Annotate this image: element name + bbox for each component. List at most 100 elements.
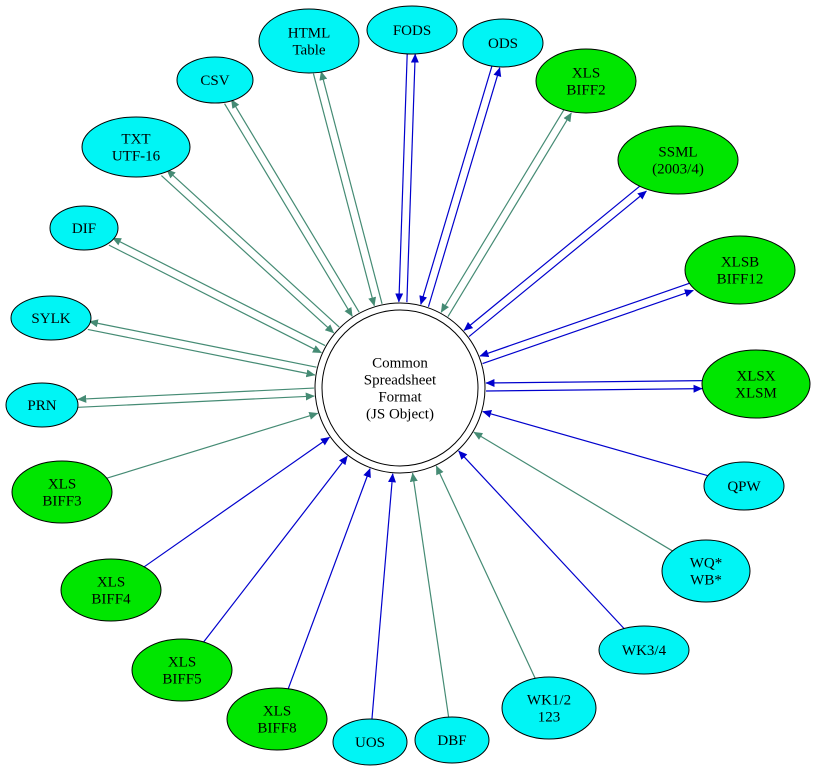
edge-center-to-txt-utf16 [166, 169, 340, 328]
edge-center-to-html-table [319, 71, 383, 304]
node-prn-label: PRN [27, 398, 56, 414]
node-html-table-ellipse [258, 8, 360, 74]
node-prn: PRN [5, 382, 79, 428]
node-ods: ODS [462, 18, 544, 68]
node-wk34-ellipse [598, 625, 690, 675]
node-qpw-ellipse [703, 461, 785, 511]
edge-center-to-fods [406, 53, 419, 303]
edge-center-to-prn [77, 387, 314, 403]
node-sylk: SYLK [10, 295, 92, 341]
node-wq-wb: WQ*WB* [661, 539, 751, 603]
edge-ods-to-center [419, 65, 493, 305]
edge-center-to-sylk [88, 319, 317, 368]
node-dif-label: DIF [72, 221, 96, 237]
edge-sylk-to-center [87, 328, 316, 378]
edge-center-to-xlsb [482, 289, 694, 365]
edge-xlsx-to-center [485, 378, 702, 387]
node-sylk-ellipse [10, 295, 92, 341]
edge-wq-wb-to-center [473, 431, 673, 552]
center-inner-circle [321, 309, 479, 467]
edge-html-table-to-center [312, 73, 377, 307]
node-wk12-123-ellipse [501, 676, 597, 740]
edge-wk34-to-center [458, 450, 625, 629]
node-fods: FODS [366, 5, 458, 55]
edge-dbf-to-center [409, 472, 450, 718]
node-dif-ellipse [49, 205, 119, 251]
edge-xls-biff8-to-center [287, 468, 371, 690]
edge-wk12-123-to-center [435, 465, 536, 679]
node-wk34-label: WK3/4 [622, 643, 667, 659]
node-csv-label: CSV [200, 73, 229, 89]
edge-qpw-to-center [482, 410, 709, 477]
node-dbf-ellipse [414, 716, 490, 764]
node-fods-ellipse [366, 5, 458, 55]
node-csv: CSV [176, 56, 254, 104]
edge-prn-to-center [78, 392, 315, 408]
node-uos-label: UOS [355, 735, 385, 751]
edges-layer [77, 53, 709, 720]
node-ssml: SSML(2003/4) [617, 125, 739, 195]
node-ods-ellipse [462, 18, 544, 68]
node-dbf: DBF [414, 716, 490, 764]
node-qpw: QPW [703, 461, 785, 511]
node-xls-biff2-ellipse [535, 48, 637, 114]
node-xls-biff4-ellipse [60, 558, 162, 622]
node-txt-utf16-ellipse [81, 116, 191, 178]
edge-center-to-ssml [468, 190, 647, 338]
node-xls-biff8-ellipse [226, 687, 328, 751]
node-dif: DIF [49, 205, 119, 251]
node-sylk-label: SYLK [31, 311, 70, 327]
edge-center-to-xls-biff2 [447, 112, 572, 317]
edge-xls-biff3-to-center [106, 411, 319, 479]
edge-center-to-xlsx [486, 384, 703, 393]
node-xlsb-ellipse [684, 235, 796, 305]
edge-center-to-dif [112, 237, 326, 347]
edge-xls-biff5-to-center [203, 455, 348, 643]
node-ssml-ellipse [617, 125, 739, 195]
edge-fods-to-center [395, 53, 408, 303]
edge-center-to-ods [427, 67, 502, 307]
edge-xls-biff2-to-center [440, 108, 566, 313]
edge-dif-to-center [108, 244, 322, 354]
edge-csv-to-center [224, 103, 353, 317]
node-fods-label: FODS [393, 23, 431, 39]
node-xlsx-ellipse [701, 349, 811, 419]
edge-center-to-csv [230, 99, 360, 313]
node-ssml-label: SSML(2003/4) [652, 145, 704, 178]
node-qpw-label: QPW [727, 479, 761, 495]
edge-xls-biff4-to-center [143, 436, 330, 568]
node-wq-wb-ellipse [661, 539, 751, 603]
node-prn-ellipse [5, 382, 79, 428]
node-ods-label: ODS [488, 36, 518, 52]
node-csv-ellipse [176, 56, 254, 104]
edge-txt-utf16-to-center [160, 175, 335, 334]
node-uos-ellipse [332, 718, 408, 766]
edge-uos-to-center [371, 473, 397, 720]
node-xls-biff5-ellipse [131, 638, 233, 702]
node-uos: UOS [332, 718, 408, 766]
node-xls-biff3-ellipse [11, 460, 113, 524]
